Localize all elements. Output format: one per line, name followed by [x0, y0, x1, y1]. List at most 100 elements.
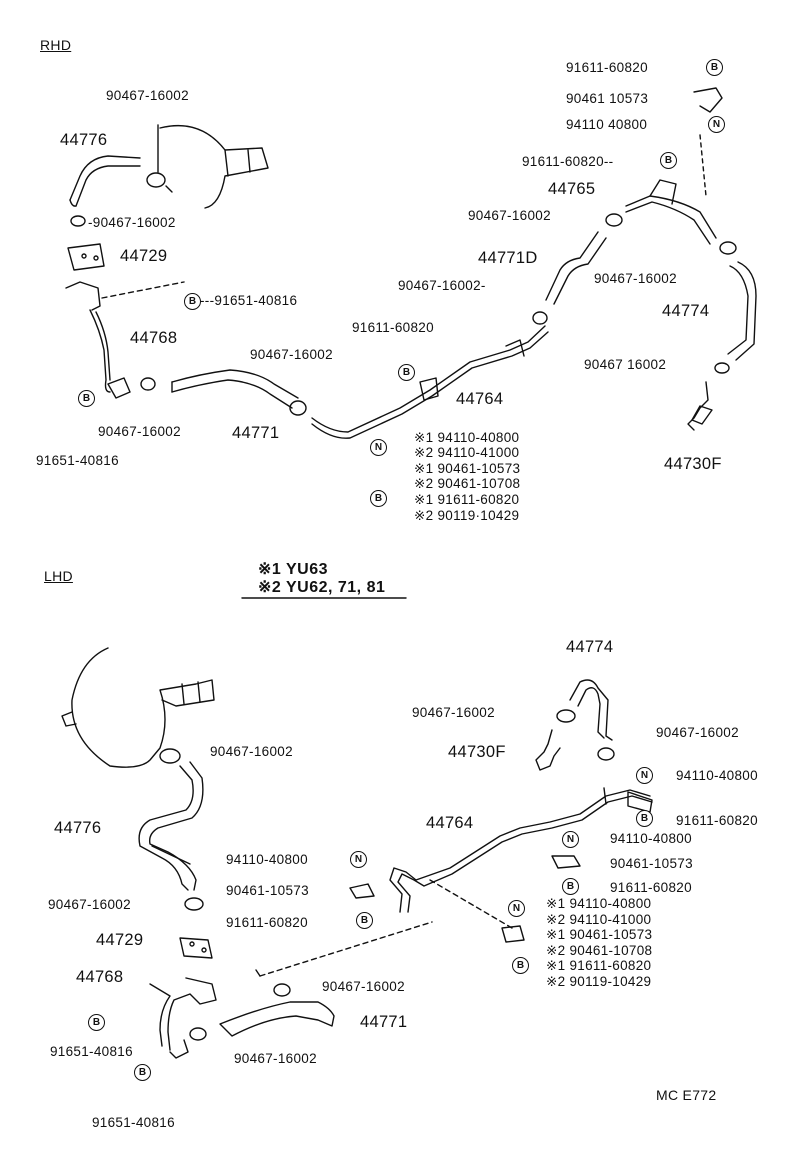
label-90461-10573-top: 90461 10573 — [566, 91, 649, 106]
symbol-n-marker: N — [562, 831, 579, 848]
label-lhd-variant-3: ※1 90461-10573 — [546, 927, 653, 942]
label-90467-16002-d: 90467 16002 — [584, 357, 667, 372]
label-44771d: 44771D — [478, 249, 538, 267]
clip-top — [693, 87, 723, 113]
symbol-b-marker: B — [370, 490, 387, 507]
hose-44776-lhd — [138, 761, 204, 891]
check-valve — [687, 381, 709, 431]
label-44776: 44776 — [60, 131, 108, 149]
label-lhd-90467-16002-a: 90467-16002 — [412, 705, 495, 720]
bracket-44729-lhd — [179, 937, 213, 959]
label-variant-2: ※2 94110-41000 — [414, 445, 520, 460]
label-lhd-94110-40800-r2: 94110-40800 — [610, 831, 692, 846]
hose-44771d — [545, 231, 607, 305]
label-90467-16002-mid: 90467-16002 — [250, 347, 333, 362]
symbol-n-marker: N — [508, 900, 525, 917]
pipe-44764 — [311, 325, 546, 433]
label-91611-60820-b2: 91611-60820-- — [522, 154, 614, 169]
pipe-44764-lhd — [389, 789, 651, 913]
symbol-b-marker: B — [78, 390, 95, 407]
label-lhd-90467-16002-b: 90467-16002 — [656, 725, 739, 740]
label-lhd-variant-1: ※1 94110-40800 — [546, 896, 652, 911]
label-lhd-44729: 44729 — [96, 931, 144, 949]
symbol-b-marker: B — [512, 957, 529, 974]
label-91651-40816-right: ---91651-40816 — [200, 293, 298, 308]
symbol-b-marker: B — [660, 152, 677, 169]
hose-44774-lhd — [569, 679, 613, 741]
label-lhd-variant-4: ※2 90461-10708 — [546, 943, 653, 958]
clamp-mid — [289, 400, 307, 416]
label-90467-16002-clamp-top: 90467-16002 — [106, 88, 189, 103]
section-rhd-title: RHD — [40, 37, 72, 53]
label-variant-1: ※1 94110-40800 — [414, 430, 520, 445]
clamp-lhd-r1 — [556, 709, 576, 723]
label-44774: 44774 — [662, 302, 710, 320]
label-lhd-variant-5: ※1 91611-60820 — [546, 958, 652, 973]
clamp-centre — [532, 311, 548, 325]
clamp-right — [719, 241, 737, 255]
label-44729: 44729 — [120, 247, 168, 265]
label-lhd-91611-60820-r: 91611-60820 — [676, 813, 758, 828]
diagram-code: MC E772 — [656, 1087, 717, 1103]
label-lhd-44771: 44771 — [360, 1013, 408, 1031]
symbol-n-marker: N — [370, 439, 387, 456]
symbol-b-marker: B — [398, 364, 415, 381]
label-lhd-91651-40816-b: 91651-40816 — [92, 1115, 175, 1130]
label-90467-16002-clamp-low: -90467-16002 — [88, 215, 176, 230]
clamp-lhd-mid — [273, 983, 291, 997]
label-lhd-90467-16002-bot: 90467-16002 — [234, 1051, 317, 1066]
label-91651-40816-left: 91651-40816 — [36, 453, 119, 468]
pipe-44765 — [625, 195, 717, 245]
label-44765: 44765 — [548, 180, 596, 198]
label-lhd-44776: 44776 — [54, 819, 102, 837]
section-lhd-title: LHD — [44, 568, 73, 584]
pipe-44768-lhd — [149, 977, 217, 1051]
legend-variant-1: ※1 YU63 — [258, 561, 328, 578]
clip-lhd-1 — [349, 883, 375, 899]
symbol-b-marker: B — [88, 1014, 105, 1031]
clip-lhd-2 — [551, 855, 581, 869]
label-lhd-90467-16002-m: 90467-16002 — [322, 979, 405, 994]
label-44764: 44764 — [456, 390, 504, 408]
hose-44774 — [727, 261, 757, 361]
symbol-b-marker: B — [356, 912, 373, 929]
symbol-b-marker: B — [562, 878, 579, 895]
symbol-b-marker: B — [636, 810, 653, 827]
label-variant-6: ※2 90119·10429 — [414, 508, 520, 523]
clamp-booster — [146, 172, 166, 188]
label-lhd-44768: 44768 — [76, 968, 124, 986]
label-44768: 44768 — [130, 329, 178, 347]
pipe-44768 — [65, 281, 111, 393]
label-44771: 44771 — [232, 424, 280, 442]
label-90467-16002-lower: 90467-16002 — [98, 424, 181, 439]
label-variant-4: ※2 90461-10708 — [414, 476, 521, 491]
symbol-b-marker: B — [134, 1064, 151, 1081]
check-valve-lhd — [535, 729, 561, 771]
label-90467-16002-a: 90467-16002 — [468, 208, 551, 223]
symbol-b-marker: B — [706, 59, 723, 76]
label-lhd-91611-60820-l: 91611-60820 — [226, 915, 308, 930]
label-lhd-44730f: 44730F — [448, 743, 506, 761]
symbol-n-marker: N — [350, 851, 367, 868]
label-90467-16002-c: 90467-16002- — [398, 278, 486, 293]
label-variant-5: ※1 91611-60820 — [414, 492, 520, 507]
label-lhd-94110-40800-l: 94110-40800 — [226, 852, 308, 867]
bracket-44729 — [67, 243, 105, 271]
label-lhd-91651-40816-a: 91651-40816 — [50, 1044, 133, 1059]
label-91611-60820-mid: 91611-60820 — [352, 320, 434, 335]
symbol-b-marker: B — [184, 293, 201, 310]
clamp-lhd-left — [189, 1027, 207, 1041]
clamp-lhd-low — [184, 897, 204, 911]
label-lhd-variant-6: ※2 90119-10429 — [546, 974, 652, 989]
label-variant-3: ※1 90461-10573 — [414, 461, 521, 476]
hose-44771 — [171, 369, 299, 409]
hose-44776 — [69, 155, 141, 207]
label-lhd-44774: 44774 — [566, 638, 614, 656]
symbol-n-marker: N — [708, 116, 725, 133]
clamp-lower — [70, 215, 86, 227]
label-lhd-90467-16002-l: 90467-16002 — [48, 897, 131, 912]
clamp-lhd-r2 — [597, 747, 615, 761]
clamp-lhd-top — [159, 748, 181, 764]
label-lhd-44764: 44764 — [426, 814, 474, 832]
